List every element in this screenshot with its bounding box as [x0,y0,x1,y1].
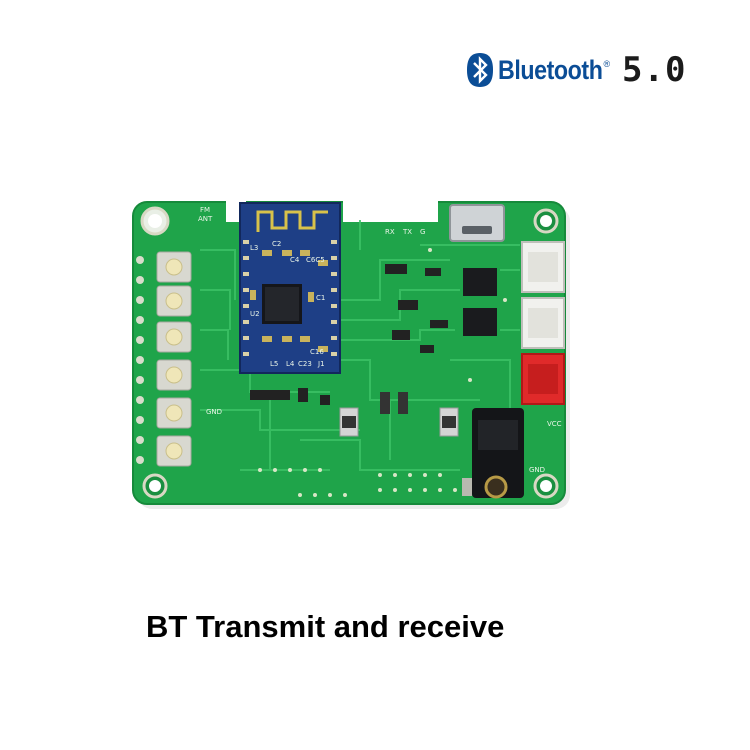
tact-switches [156,251,192,467]
vias [258,248,507,497]
mounting-holes [140,206,559,499]
bluetooth-module: C2 C4 C6C5 C1 U2 C16 L5 L4 C23 J1 L3 [239,202,341,374]
silk-c2: C2 [272,240,281,248]
silk-c23: C23 [298,360,312,368]
silk-g: G [420,228,425,236]
bluetooth-badge: Bluetooth ® [466,50,610,90]
silk-c16: C16 [310,348,324,356]
silk-gnd-right: GND [529,466,545,474]
jst-connectors [521,241,565,405]
silk-c1: C1 [316,294,325,302]
ic-chips [250,264,497,437]
silk-ant: ANT [198,215,213,223]
silk-tx: TX [402,228,412,236]
silk-vcc: VCC [547,420,562,428]
bluetooth-icon [467,53,493,87]
caption-text: BT Transmit and receive [146,609,505,644]
silk-u2: U2 [250,310,260,318]
silk-l3: L3 [250,244,258,252]
silk-j1: J1 [317,360,325,368]
silk-l5: L5 [270,360,278,368]
micro-usb-connector [449,204,505,242]
edge-pads-left [136,256,144,464]
silk-c4: C4 [290,256,300,264]
silk-l4: L4 [286,360,295,368]
bluetooth-wordmark: Bluetooth [498,54,603,85]
pcb-traces [200,220,520,471]
registered-mark: ® [603,59,611,69]
bluetooth-version: 5.0 [622,50,687,90]
silk-fm: FM [200,206,210,214]
audio-jack [462,408,524,499]
silk-gnd-left: GND [206,408,222,416]
silk-c6c5: C6C5 [306,256,325,264]
silk-rx: RX [385,228,395,236]
